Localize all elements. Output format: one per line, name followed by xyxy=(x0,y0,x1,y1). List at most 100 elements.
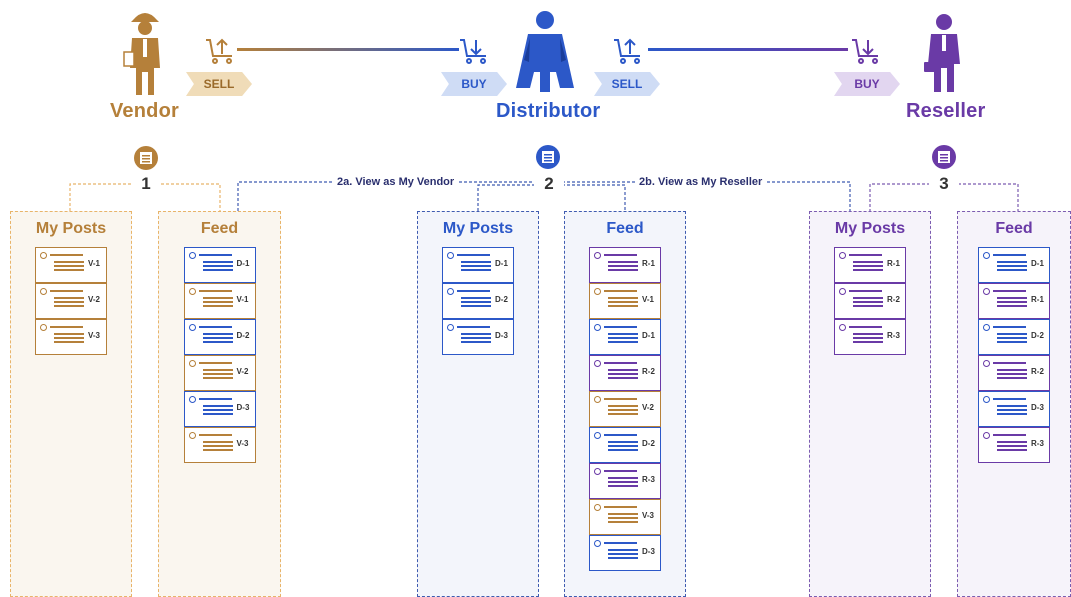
distributor-reseller-line xyxy=(648,48,848,51)
panel-title: Feed xyxy=(995,220,1033,237)
post-id: V-2 xyxy=(236,367,249,376)
post-card[interactable]: D-3 xyxy=(589,535,661,571)
post-id: V-1 xyxy=(236,295,249,304)
text-line xyxy=(604,362,637,364)
text-line xyxy=(608,405,638,407)
post-card[interactable]: R-3 xyxy=(978,427,1050,463)
post-id: D-1 xyxy=(495,259,508,268)
text-line xyxy=(997,305,1027,307)
post-card[interactable]: D-1 xyxy=(589,319,661,355)
post-id: R-2 xyxy=(1031,367,1044,376)
post-card[interactable]: V-3 xyxy=(589,499,661,535)
post-card[interactable]: V-1 xyxy=(589,283,661,319)
text-line xyxy=(608,517,638,519)
avatar-icon xyxy=(839,288,846,295)
distributor-buy-tag: BUY xyxy=(441,72,507,96)
avatar-icon xyxy=(188,360,196,367)
post-card[interactable]: D-3 xyxy=(442,319,514,355)
text-line xyxy=(849,326,882,328)
post-card[interactable]: D-2 xyxy=(183,319,256,355)
post-id: D-2 xyxy=(1031,331,1044,340)
text-line xyxy=(608,305,638,307)
post-card[interactable]: R-2 xyxy=(834,283,906,319)
text-line xyxy=(604,326,637,328)
text-line xyxy=(54,265,84,267)
post-card[interactable]: R-3 xyxy=(834,319,906,355)
post-card[interactable]: R-1 xyxy=(834,247,906,283)
avatar-icon xyxy=(839,324,846,331)
post-card[interactable]: R-2 xyxy=(589,355,661,391)
post-card[interactable]: V-2 xyxy=(589,391,661,427)
post-card[interactable]: V-2 xyxy=(183,355,256,391)
avatar-icon xyxy=(983,324,990,331)
post-card[interactable]: D-3 xyxy=(978,391,1050,427)
text-line xyxy=(202,341,233,343)
text-line xyxy=(202,269,233,271)
vendor-label: Vendor xyxy=(110,100,179,122)
post-id: R-1 xyxy=(887,259,900,268)
text-line xyxy=(604,254,637,256)
post-card[interactable]: D-2 xyxy=(442,283,514,319)
avatar-icon xyxy=(839,252,846,259)
text-line xyxy=(54,301,84,303)
text-line xyxy=(853,301,883,303)
post-card[interactable]: V-3 xyxy=(35,319,107,355)
post-card[interactable]: D-1 xyxy=(978,247,1050,283)
text-line xyxy=(608,333,638,335)
panel-title: My Posts xyxy=(834,220,906,237)
text-line xyxy=(202,265,233,267)
text-line xyxy=(457,326,490,328)
text-line xyxy=(50,254,83,256)
post-id: R-3 xyxy=(1031,439,1044,448)
text-line xyxy=(461,297,491,299)
avatar-icon xyxy=(594,360,601,367)
post-card[interactable]: R-1 xyxy=(978,283,1050,319)
text-line xyxy=(849,254,882,256)
vendor-connectors xyxy=(69,183,221,211)
text-line xyxy=(997,445,1027,447)
post-id: V-2 xyxy=(642,403,655,412)
cart-download-icon xyxy=(852,39,878,64)
text-line xyxy=(461,269,491,271)
post-card[interactable]: D-1 xyxy=(442,247,514,283)
post-card[interactable]: R-3 xyxy=(589,463,661,499)
post-card[interactable]: D-2 xyxy=(978,319,1050,355)
post-card[interactable]: R-2 xyxy=(978,355,1050,391)
text-line xyxy=(608,513,638,515)
text-line xyxy=(853,333,883,335)
text-line xyxy=(608,549,638,551)
avatar-icon xyxy=(447,324,454,331)
text-line xyxy=(461,337,491,339)
text-line xyxy=(608,441,638,443)
text-line xyxy=(997,337,1027,339)
text-line xyxy=(461,301,491,303)
text-line xyxy=(198,290,232,292)
text-line xyxy=(608,369,638,371)
post-card[interactable]: R-1 xyxy=(589,247,661,283)
post-card[interactable]: V-2 xyxy=(35,283,107,319)
post-card[interactable]: D-3 xyxy=(183,391,256,427)
post-card[interactable]: D-2 xyxy=(589,427,661,463)
text-line xyxy=(853,341,883,343)
text-line xyxy=(608,301,638,303)
text-line xyxy=(608,377,638,379)
text-line xyxy=(997,405,1027,407)
text-line xyxy=(202,333,233,335)
text-line xyxy=(608,373,638,375)
post-card[interactable]: V-1 xyxy=(183,283,256,319)
avatar-icon xyxy=(40,288,47,295)
text-line xyxy=(461,261,491,263)
text-line xyxy=(997,261,1027,263)
post-card[interactable]: V-1 xyxy=(35,247,107,283)
post-card[interactable]: D-1 xyxy=(183,247,256,283)
text-line xyxy=(50,290,83,292)
text-line xyxy=(608,337,638,339)
panel-title: My Posts xyxy=(442,220,514,237)
text-line xyxy=(461,265,491,267)
vendor-distributor-line xyxy=(237,48,459,51)
post-card[interactable]: V-3 xyxy=(183,427,256,463)
